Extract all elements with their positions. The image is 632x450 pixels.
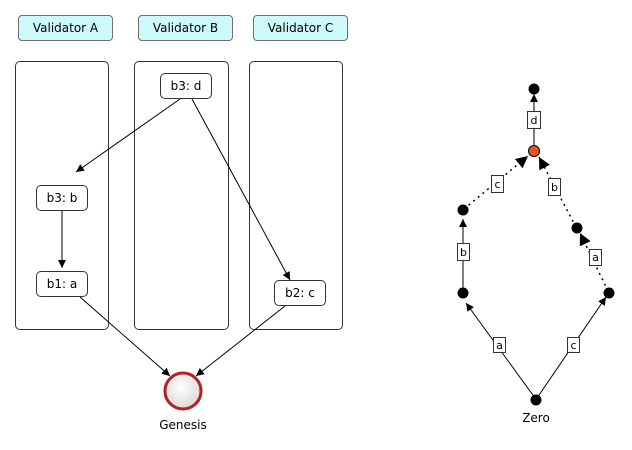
- validator-c-header: Validator C: [253, 15, 348, 41]
- edge-b1a-to-genesis: [79, 296, 171, 377]
- edge-b2c-to-genesis: [195, 305, 286, 377]
- block-b3-b: b3: b: [36, 185, 88, 211]
- block-b3-d: b3: d: [160, 73, 212, 99]
- edge-b3d-to-b3b: [75, 98, 181, 173]
- genesis-label: Genesis: [159, 418, 207, 432]
- edge-b3d-to-b2c: [191, 98, 291, 281]
- graph-edge-label-a-right: a: [589, 249, 602, 266]
- graph-edge-label-c-right: c: [567, 337, 580, 353]
- graph-edge-label-b-upper: b: [548, 178, 561, 196]
- validator-a-header: Validator A: [18, 15, 113, 41]
- graph-edge-label-b-left: b: [457, 243, 470, 261]
- graph-edge-upper-right: [538, 156, 577, 228]
- graph-edge-label-a-left: a: [493, 337, 506, 353]
- genesis-node: [163, 371, 203, 411]
- graph-node-zero: [530, 394, 542, 406]
- validator-b-header: Validator B: [138, 15, 233, 41]
- block-b1-a: b1: a: [36, 271, 88, 297]
- graph-node-right-1: [603, 287, 615, 299]
- graph-node-left-2: [457, 204, 469, 216]
- graph-node-merge: [528, 145, 540, 157]
- validator-b-column: [134, 61, 229, 330]
- zero-label: Zero: [522, 411, 550, 425]
- graph-node-right-2: [571, 222, 583, 234]
- block-b2-c: b2: c: [274, 280, 326, 306]
- graph-edge-label-d-top: d: [527, 111, 541, 129]
- graph-edge-upper-left: [463, 155, 529, 210]
- graph-node-top: [528, 83, 540, 95]
- graph-edge-label-c-upper: c: [491, 175, 504, 193]
- graph-node-left-1: [457, 287, 469, 299]
